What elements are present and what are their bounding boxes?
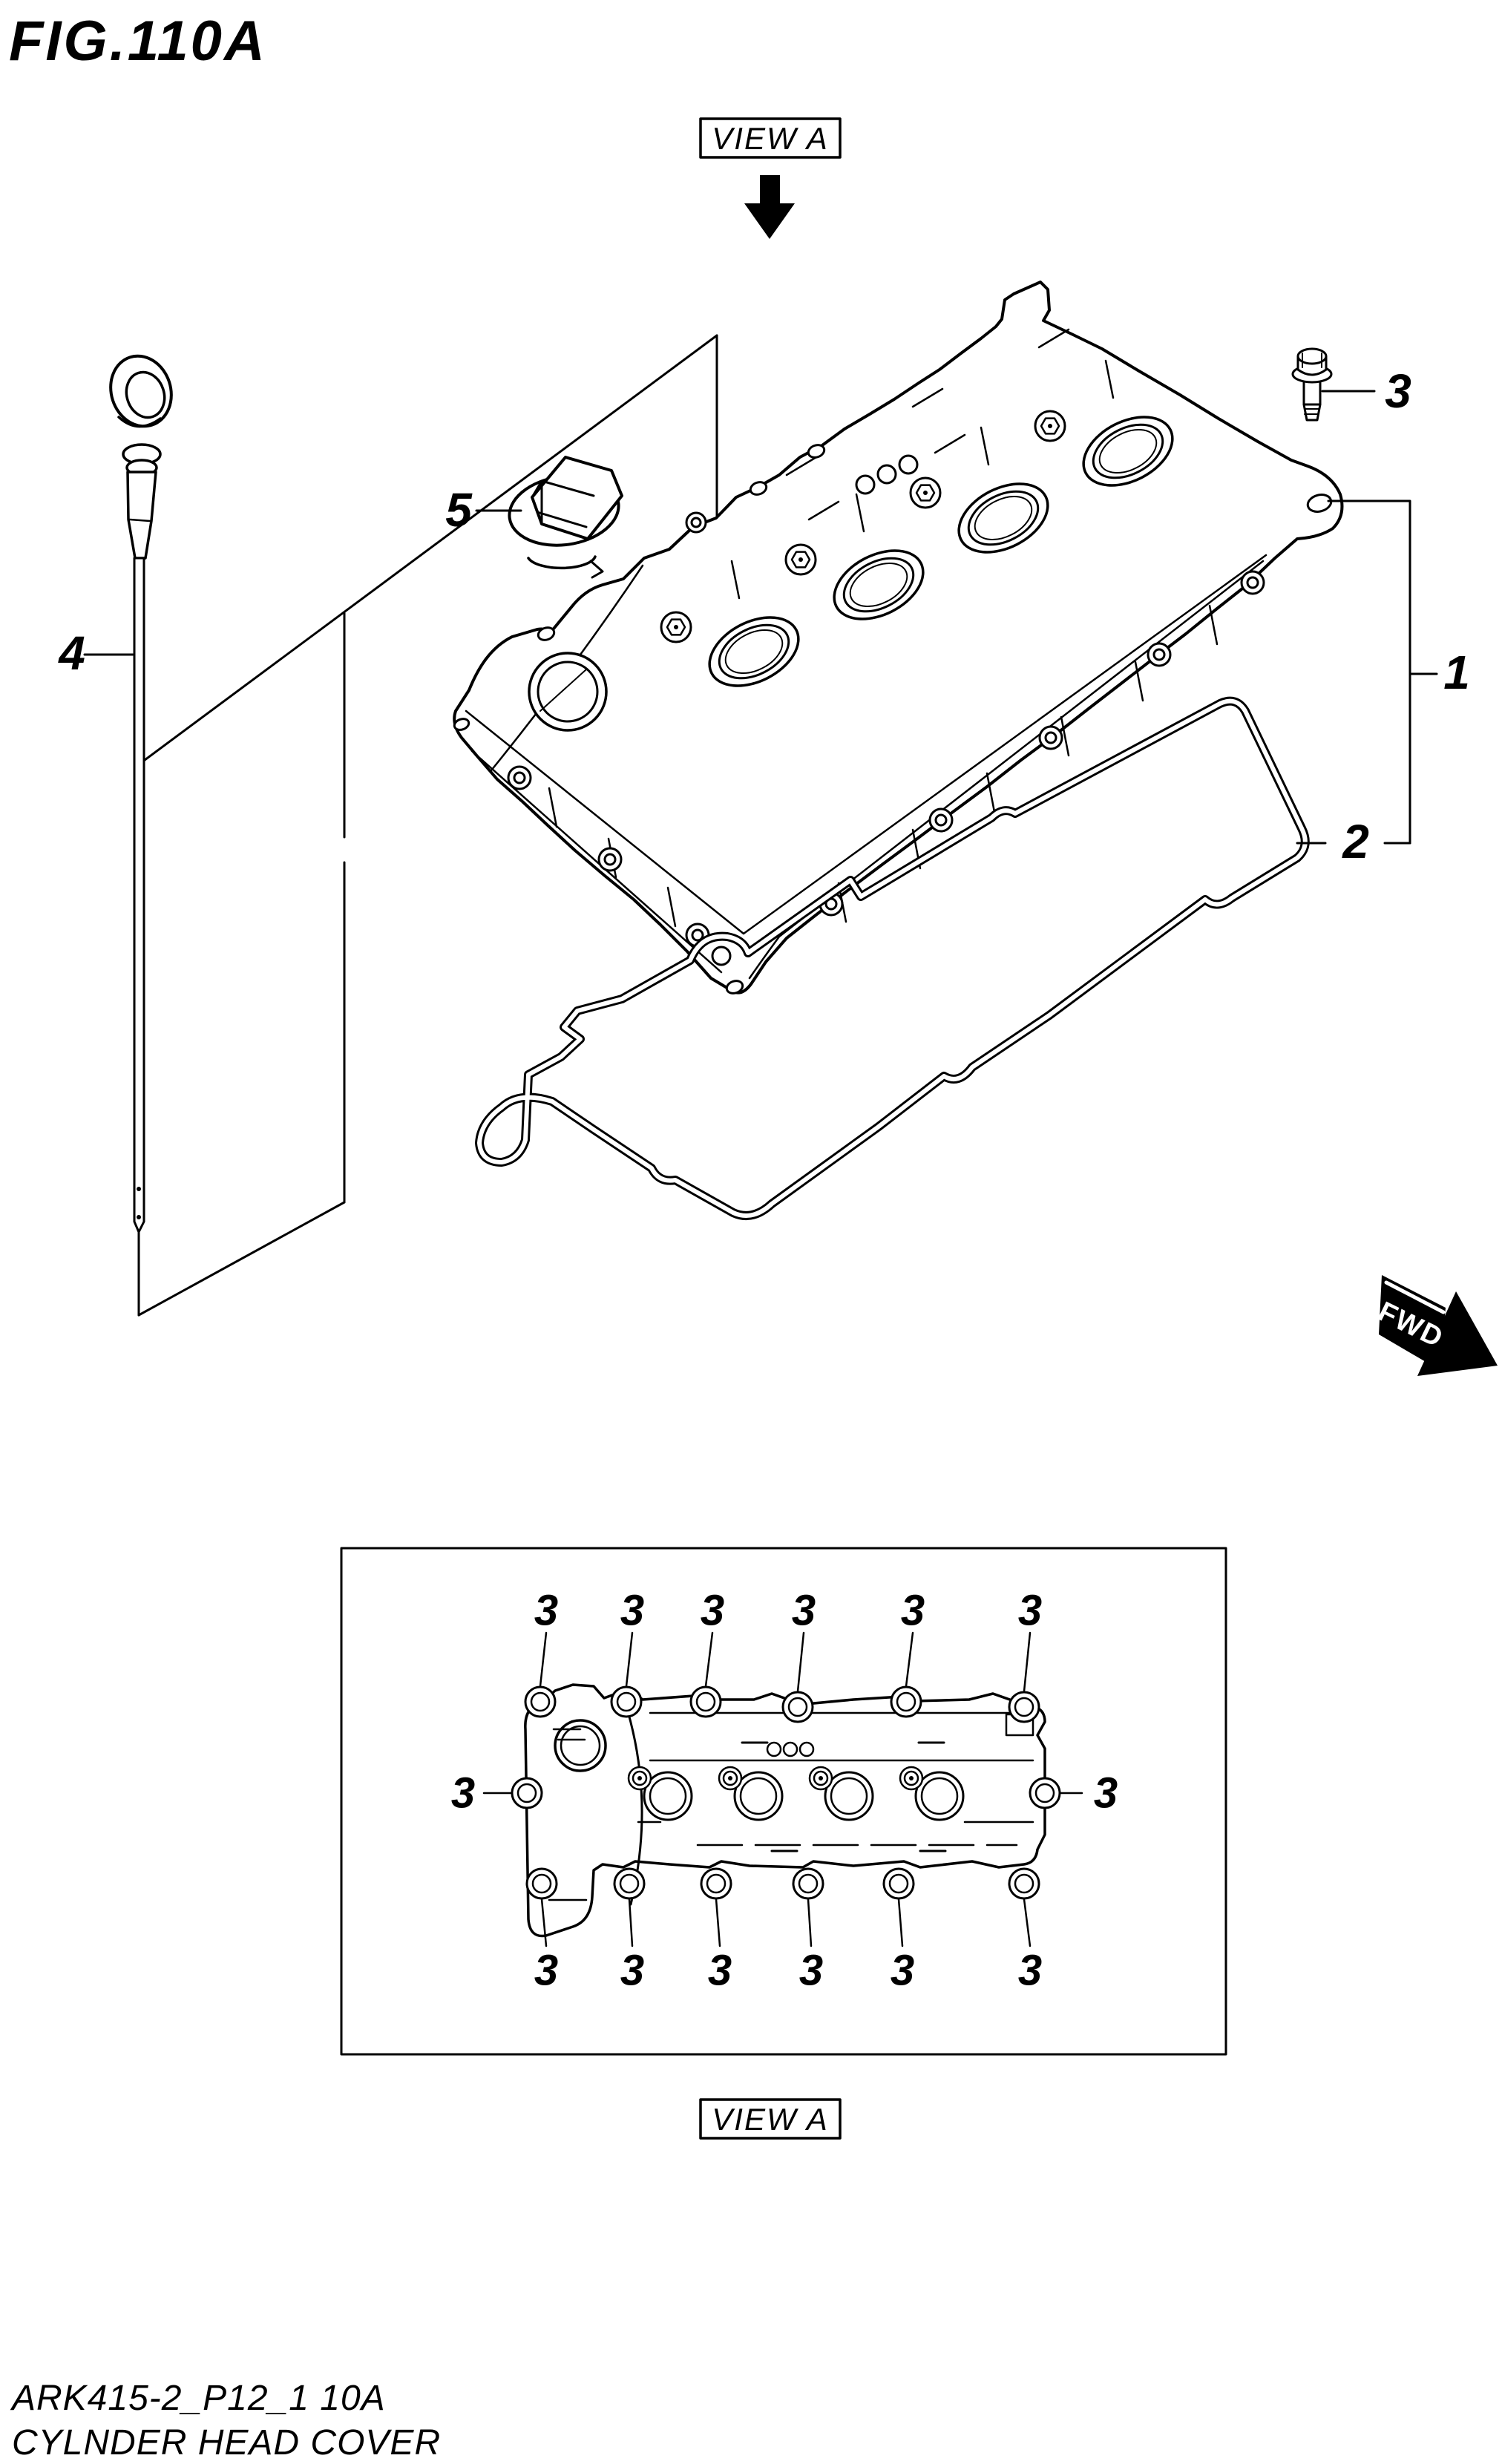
footer-part-name: CYLNDER HEAD COVER — [12, 2423, 442, 2463]
qty-label: 3 — [890, 1946, 915, 1995]
view-a-box-top — [699, 117, 842, 159]
down-arrow-icon — [744, 175, 795, 239]
detail-box — [340, 1547, 1227, 2056]
footer-code: ARK415-2_P12_1 10A — [12, 2379, 386, 2418]
qty-label: 3 — [450, 1769, 476, 1818]
callout-part-1: 1 — [1443, 646, 1470, 699]
oil-cap-drawing — [508, 456, 623, 579]
cover-drawing — [453, 281, 1344, 995]
view-a-label-top: VIEW A — [712, 121, 829, 156]
callout-part-4: 4 — [59, 626, 85, 680]
qty-label: 3 — [1017, 1586, 1043, 1635]
view-a-label-bottom: VIEW A — [712, 2102, 829, 2137]
qty-label: 3 — [534, 1946, 559, 1995]
view-a-bolt-holes — [511, 1685, 1061, 1900]
gasket-drawing — [475, 696, 1310, 1220]
qty-label: 3 — [620, 1586, 645, 1635]
view-a-leaders — [482, 1631, 1083, 1947]
callout-part-3: 3 — [1385, 364, 1411, 418]
qty-label: 3 — [534, 1586, 559, 1635]
leader-lines — [83, 390, 1438, 845]
view-a-box-bottom — [699, 2098, 842, 2140]
view-a-cover-drawing — [482, 1631, 1083, 1947]
qty-label: 3 — [620, 1946, 645, 1995]
qty-label: 3 — [1017, 1946, 1043, 1995]
fwd-arrow-icon — [1379, 1275, 1498, 1376]
figure-title: FIG.110A — [9, 10, 267, 73]
callout-part-5: 5 — [445, 483, 472, 537]
qty-label: 3 — [707, 1946, 732, 1995]
qty-label: 3 — [791, 1586, 816, 1635]
bolt-drawing — [1291, 347, 1333, 422]
qty-label: 3 — [1093, 1769, 1118, 1818]
qty-label: 3 — [700, 1586, 725, 1635]
callout-part-2: 2 — [1342, 815, 1369, 868]
dipstick-drawing — [109, 354, 173, 1233]
qty-label: 3 — [900, 1586, 925, 1635]
qty-label: 3 — [798, 1946, 824, 1995]
